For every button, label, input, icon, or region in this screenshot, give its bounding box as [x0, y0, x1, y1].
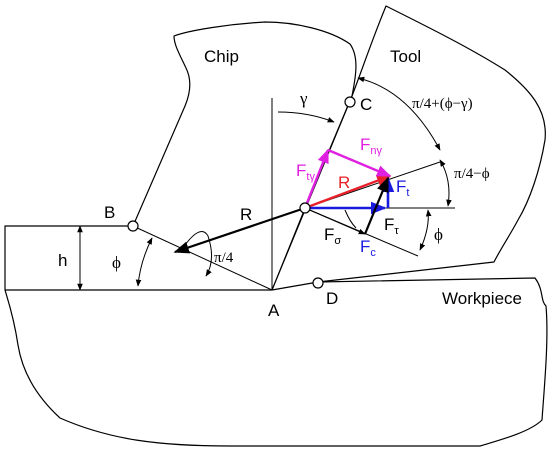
f-n-gamma-arrow [327, 148, 392, 178]
r-center-label: R [338, 173, 350, 192]
phi-right-arc [419, 209, 432, 251]
f-t-gamma-main: F [296, 161, 306, 180]
tool-outline [271, 5, 546, 291]
f-n-gamma-label: Fnγ [360, 135, 383, 157]
force-point-line [271, 207, 306, 291]
f-c-sub: c [370, 247, 376, 259]
resultant-arrow [304, 174, 392, 210]
f-tau-sub: τ [394, 225, 399, 237]
pi4-left-arc [179, 231, 212, 277]
workpiece-label: Workpiece [442, 289, 522, 308]
pi4-plus-arc [357, 76, 441, 151]
force-application-point [299, 202, 311, 214]
point-b-label: B [104, 203, 115, 222]
point-b-marker [127, 220, 139, 232]
f-t-main: F [396, 177, 406, 196]
tool-label: Tool [390, 47, 421, 66]
f-t-sub: t [406, 187, 409, 199]
workpiece-outline [4, 225, 548, 447]
point-c-label: C [360, 95, 372, 114]
f-tau-label: Fτ [384, 215, 399, 237]
point-d-marker [312, 277, 324, 289]
f-c-main: F [360, 237, 370, 256]
gamma-label: γ [299, 89, 308, 108]
h-label: h [58, 251, 67, 270]
point-a-label: A [268, 301, 280, 320]
r-left-label: R [240, 205, 252, 224]
f-t-gamma-label: Ftγ [296, 161, 315, 183]
shear-plane-line [132, 225, 273, 291]
f-tau-arrow [363, 176, 390, 235]
f-sigma-label: Fσ [324, 225, 341, 247]
f-t-label: Ft [396, 177, 409, 199]
f-n-gamma-sub: nγ [370, 145, 382, 157]
chip-label: Chip [204, 47, 239, 66]
pi4-plus-phi-minus-gamma-label: π/4+(ϕ−γ) [412, 96, 473, 112]
f-tau-main: F [384, 215, 394, 234]
f-c-label: Fc [360, 237, 376, 259]
resultant-left-arrow [173, 206, 306, 254]
phi-right-label: ϕ [434, 225, 443, 244]
f-c-angle-marker [344, 209, 357, 229]
f-t-gamma-arrow [303, 148, 330, 209]
f-n-gamma-main: F [360, 135, 370, 154]
pi4-minus-phi-arc [439, 159, 452, 207]
gamma-angle-arc [277, 111, 335, 123]
phi-left-arc [135, 237, 153, 287]
chip-outline [132, 21, 357, 227]
point-d-label: D [326, 289, 338, 308]
f-sigma-sub: σ [334, 235, 341, 247]
point-c-marker [344, 96, 356, 108]
phi-left-label: ϕ [112, 253, 121, 272]
f-sigma-main: F [324, 225, 334, 244]
f-t-gamma-sub: tγ [306, 171, 315, 183]
pi4-minus-phi-label: π/4−ϕ [454, 166, 490, 182]
pi-over-4-label: π/4 [214, 250, 234, 266]
f-sigma-arrow [304, 207, 366, 235]
